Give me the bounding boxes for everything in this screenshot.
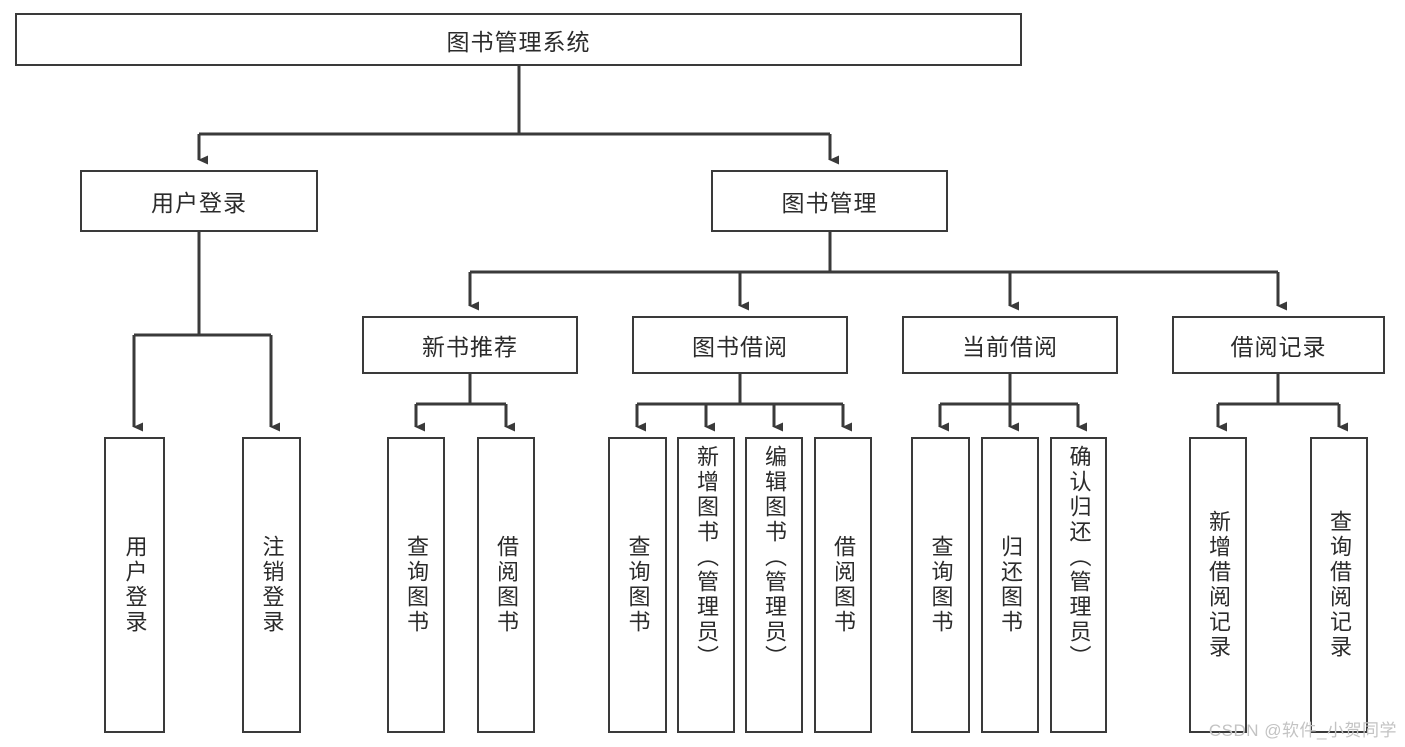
node-current-borrow[interactable]: 当前借阅 xyxy=(902,316,1118,374)
leaf-search-books-borrow-label: 查询图书 xyxy=(625,535,651,635)
leaf-edit-book-admin[interactable]: 编辑图书（管理员） xyxy=(745,437,803,733)
leaf-add-book-admin-label: 新增图书（管理员） xyxy=(693,445,719,670)
node-root[interactable]: 图书管理系统 xyxy=(15,13,1022,66)
leaf-search-books-current[interactable]: 查询图书 xyxy=(911,437,970,733)
leaf-add-borrow-record[interactable]: 新增借阅记录 xyxy=(1189,437,1247,733)
leaf-borrow-books-borrow[interactable]: 借阅图书 xyxy=(814,437,872,733)
leaf-borrow-books-recommend[interactable]: 借阅图书 xyxy=(477,437,535,733)
leaf-user-logout-label: 注销登录 xyxy=(259,535,285,635)
node-user-login[interactable]: 用户登录 xyxy=(80,170,318,232)
node-new-book-recommend[interactable]: 新书推荐 xyxy=(362,316,578,374)
leaf-add-borrow-record-label: 新增借阅记录 xyxy=(1205,510,1231,660)
csdn-watermark: CSDN @软件_小贺同学 xyxy=(1208,721,1397,740)
node-book-borrow[interactable]: 图书借阅 xyxy=(632,316,848,374)
leaf-search-books-recommend-label: 查询图书 xyxy=(403,535,429,635)
leaf-search-books-recommend[interactable]: 查询图书 xyxy=(387,437,445,733)
node-root-label: 图书管理系统 xyxy=(446,28,591,55)
node-borrow-records-label: 借阅记录 xyxy=(1230,334,1327,360)
leaf-user-login-label: 用户登录 xyxy=(122,535,148,635)
leaf-search-borrow-record-label: 查询借阅记录 xyxy=(1326,510,1352,660)
node-book-management-label: 图书管理 xyxy=(781,190,878,216)
node-user-login-label: 用户登录 xyxy=(151,190,247,216)
leaf-return-books[interactable]: 归还图书 xyxy=(981,437,1039,733)
leaf-return-books-label: 归还图书 xyxy=(997,535,1023,635)
leaf-add-book-admin[interactable]: 新增图书（管理员） xyxy=(677,437,735,733)
leaf-search-books-borrow[interactable]: 查询图书 xyxy=(608,437,667,733)
node-book-management[interactable]: 图书管理 xyxy=(711,170,948,232)
leaf-edit-book-admin-label: 编辑图书（管理员） xyxy=(761,445,787,670)
node-borrow-records[interactable]: 借阅记录 xyxy=(1172,316,1385,374)
leaf-search-borrow-record[interactable]: 查询借阅记录 xyxy=(1310,437,1368,733)
node-current-borrow-label: 当前借阅 xyxy=(962,334,1058,360)
leaf-user-logout[interactable]: 注销登录 xyxy=(242,437,301,733)
node-book-borrow-label: 图书借阅 xyxy=(692,334,788,360)
leaf-user-login[interactable]: 用户登录 xyxy=(104,437,165,733)
leaf-borrow-books-recommend-label: 借阅图书 xyxy=(493,535,519,635)
leaf-confirm-return-admin-label: 确认归还（管理员） xyxy=(1066,445,1092,670)
node-new-book-recommend-label: 新书推荐 xyxy=(422,334,518,360)
leaf-confirm-return-admin[interactable]: 确认归还（管理员） xyxy=(1050,437,1107,733)
leaf-borrow-books-borrow-label: 借阅图书 xyxy=(830,535,856,635)
leaf-search-books-current-label: 查询图书 xyxy=(928,535,954,635)
